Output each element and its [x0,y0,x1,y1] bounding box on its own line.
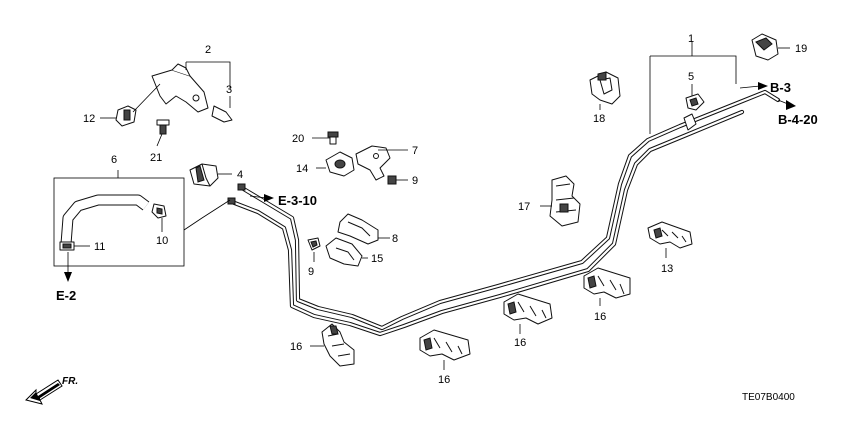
ref-e3-10: E-3-10 [278,193,317,208]
ref-b4-20: B-4-20 [778,112,818,127]
pipe-clip-17 [549,175,581,227]
diagram-code: TE07B0400 [742,392,795,403]
callout-3: 3 [226,84,232,96]
ref-e2: E-2 [56,288,76,303]
hose-group-frame [53,177,185,267]
pipe-clip-16 [419,329,471,361]
callout-18: 18 [593,113,605,125]
callout-14: 14 [296,163,308,175]
callout-16b: 16 [514,337,526,349]
callout-21: 21 [150,152,162,164]
callout-2: 2 [205,44,211,56]
callout-7: 7 [412,145,418,157]
grommet-clip [307,213,379,267]
clip-19 [751,33,779,61]
pipe-joint [683,113,697,131]
pipe-clip-16 [503,293,553,325]
pipe-clip-16 [583,267,631,299]
arrow-to-e2-icon [64,272,72,282]
callout-10: 10 [156,235,168,247]
clip-bracket [325,131,397,185]
arrow-to-e3-10-icon [264,194,274,202]
callout-6: 6 [111,154,117,166]
callout-5: 5 [688,71,694,83]
arrow-to-b4-20-icon [786,100,796,110]
ref-b3: B-3 [770,80,791,95]
arrow-to-b3-icon [758,82,768,90]
filter-part [189,163,219,187]
rubber-hose [60,194,150,245]
callout-20: 20 [292,133,304,145]
front-direction-arrow [25,379,63,405]
hose-clamp [59,203,167,251]
callout-9b: 9 [308,266,314,278]
callout-1: 1 [688,33,694,45]
pipe-end-fitting [237,183,246,191]
front-direction-label: FR. [62,376,78,387]
pipe-clip-13 [647,221,693,249]
callout-16d: 16 [290,341,302,353]
callout-11: 11 [94,241,105,253]
callout-13: 13 [661,263,673,275]
fuel-pipe-assembly [227,89,781,337]
callout-12: 12 [83,113,95,125]
pipe-clip-18 [589,71,621,105]
callout-15: 15 [371,253,383,265]
pipe-clip-16 [321,323,355,367]
callout-16a: 16 [594,311,606,323]
callout-17: 17 [518,201,530,213]
callout-16c: 16 [438,374,450,386]
callout-4: 4 [237,169,243,181]
pipe-connector-5 [685,93,705,111]
callout-8: 8 [392,233,398,245]
callout-19: 19 [795,43,807,55]
bracket-assembly [115,63,233,135]
callout-9a: 9 [412,175,418,187]
